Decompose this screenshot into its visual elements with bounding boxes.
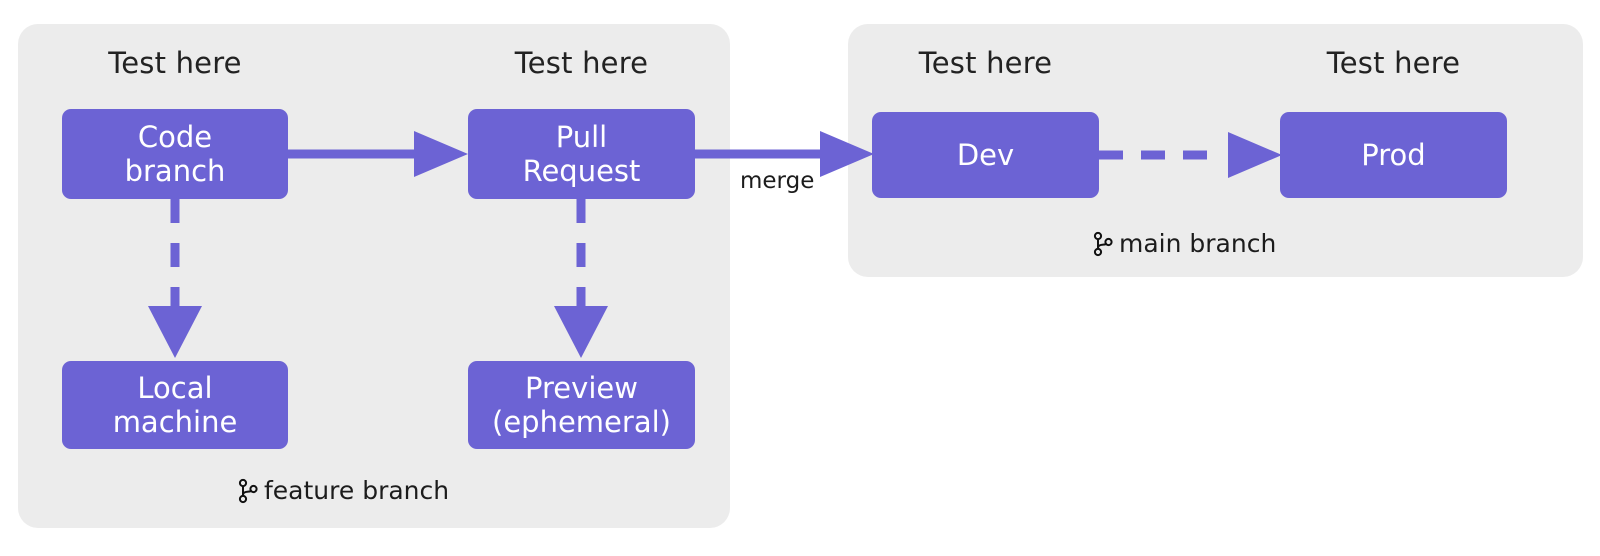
group-footer-main-branch-text: main branch — [1119, 229, 1277, 258]
node-preview-ephemeral[interactable]: Preview (ephemeral) — [468, 361, 695, 449]
node-local-machine[interactable]: Local machine — [62, 361, 288, 449]
group-footer-main-branch: main branch — [1093, 229, 1276, 258]
node-prod[interactable]: Prod — [1280, 112, 1507, 198]
node-code-branch[interactable]: Code branch — [62, 109, 288, 199]
group-footer-feature-branch-text: feature branch — [264, 476, 450, 505]
node-pull-request[interactable]: Pull Request — [468, 109, 695, 199]
group-footer-feature-branch: feature branch — [238, 476, 449, 505]
git-branch-icon — [1093, 231, 1113, 257]
group-panel-feature-branch — [18, 24, 730, 528]
column-caption-prod: Test here — [1326, 46, 1461, 80]
node-dev[interactable]: Dev — [872, 112, 1099, 198]
column-caption-pull-request: Test here — [514, 46, 649, 80]
git-branch-icon — [238, 478, 258, 504]
column-caption-dev: Test here — [918, 46, 1053, 80]
column-caption-code-branch: Test here — [108, 46, 242, 80]
edge-label-merge: merge — [740, 168, 815, 194]
